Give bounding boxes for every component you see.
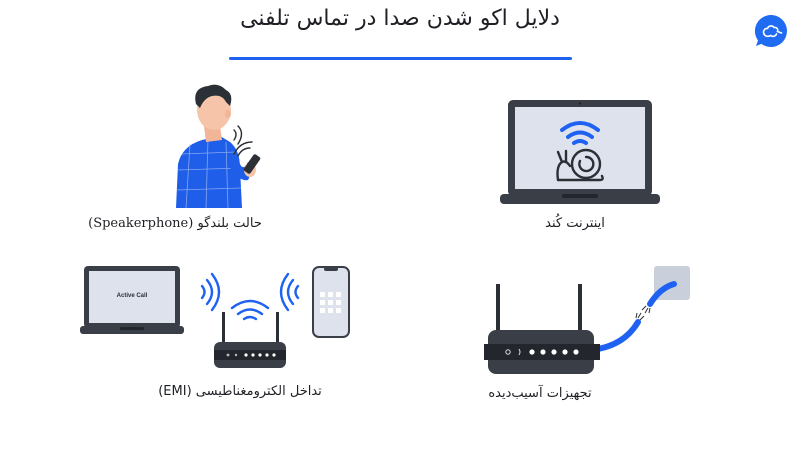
caption-emi: تداخل الکترومغناطیسی (EMI) [158,384,322,399]
caption-slow-internet: اینترنت کُند [545,216,605,231]
title-underline [229,57,572,60]
caption-speakerphone: حالت بلندگو (Speakerphone) [88,216,262,231]
man-on-speakerphone-illustration [168,84,278,208]
router-broken-cable-illustration [484,264,694,376]
laptop-wifi-snail-illustration [500,100,660,206]
emi-router-illustration [198,272,302,372]
laptop-screen-text: Active Call [117,293,148,299]
caption-damaged-equipment: تجهیزات آسیب‌دیده [488,386,592,401]
chat-bubble-logo-icon[interactable] [752,12,790,50]
emi-phone-illustration [312,266,350,338]
page-title: دلایل اکو شدن صدا در تماس تلفنی [240,6,560,31]
emi-laptop-illustration: Active Call [80,266,184,334]
